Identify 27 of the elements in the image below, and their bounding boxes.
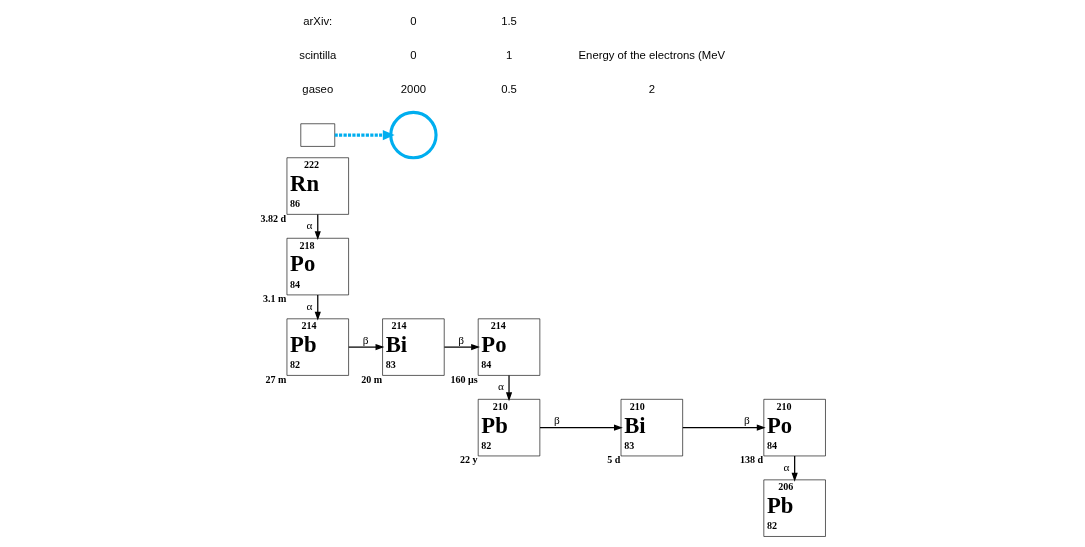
label: 2000 [400,82,426,95]
edge-label: α [783,460,789,473]
label: Energy of the electrons (MeV [578,48,725,61]
node-label: 27 m [265,373,286,385]
edge-label: β [457,333,464,346]
label: gaseo [301,82,333,95]
edge-label: α [497,380,504,393]
node-label: 138 d [739,454,763,466]
label: 0.5 [500,82,517,95]
edge-label: β [553,414,560,427]
node-label: 3.1 m [262,293,286,305]
label: scintilla [298,48,336,61]
edge-label: β [362,333,368,346]
node-label: 20 m [360,373,382,385]
label: 1 [505,48,512,61]
node-label: 160 μs [450,373,478,385]
label: arXiv: [302,14,332,27]
edge-label: α [306,299,313,312]
label: 0 [409,48,417,61]
label: 1.5 [500,14,517,27]
label: 2 [648,82,655,95]
node-label: 3.82 d [260,212,286,224]
edge-label: β [743,414,750,427]
label: 0 [409,14,417,27]
edge-label: α [306,219,313,232]
node-label: 5 d [606,454,620,466]
node-label: 22 y [459,454,478,466]
